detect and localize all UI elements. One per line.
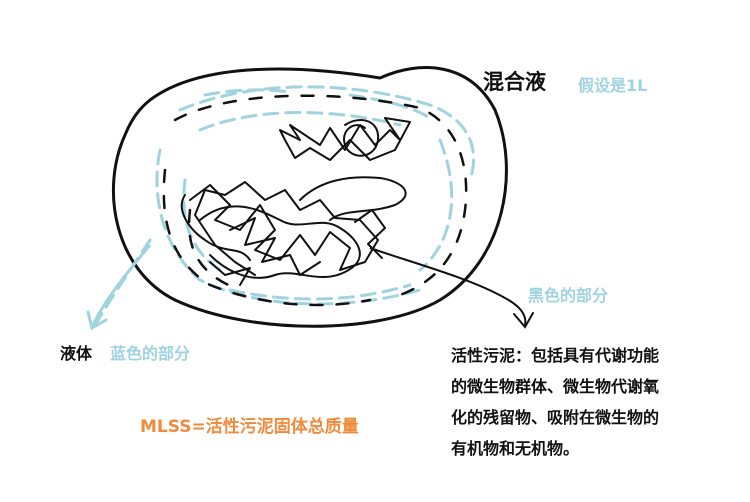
mixed-liquor-label: 混合液 [483, 70, 546, 94]
black-part-pointer [369, 247, 527, 326]
black-part-label: 黑色的部分 [528, 286, 609, 305]
inner-dashes [162, 94, 468, 307]
liquid-swirls [93, 85, 476, 327]
black-part-arrowhead [513, 312, 534, 329]
liquid-pointer [91, 244, 152, 326]
activated-sludge-description: 活性污泥：包括具有代谢功能 的微生物群体、微生物代谢氧 化的残留物、吸附在微生物… [451, 340, 741, 464]
assumption-label: 假设是1L [578, 76, 648, 95]
blue-part-label: 蓝色的部分 [110, 344, 191, 363]
description-line: 有机物和无机物。 [451, 439, 580, 458]
description-line: 化的残留物、吸附在微生物的 [451, 408, 660, 427]
liquid-arrowhead [86, 310, 108, 331]
description-line: 活性污泥：包括具有代谢功能 [451, 346, 660, 365]
description-line: 的微生物群体、微生物代谢氧 [451, 377, 660, 396]
liquid-label: 液体 [60, 344, 93, 363]
sludge-scribbles [180, 117, 411, 286]
mlss-definition: MLSS=活性污泥固体总质量 [140, 417, 359, 437]
container-outline [112, 66, 508, 328]
